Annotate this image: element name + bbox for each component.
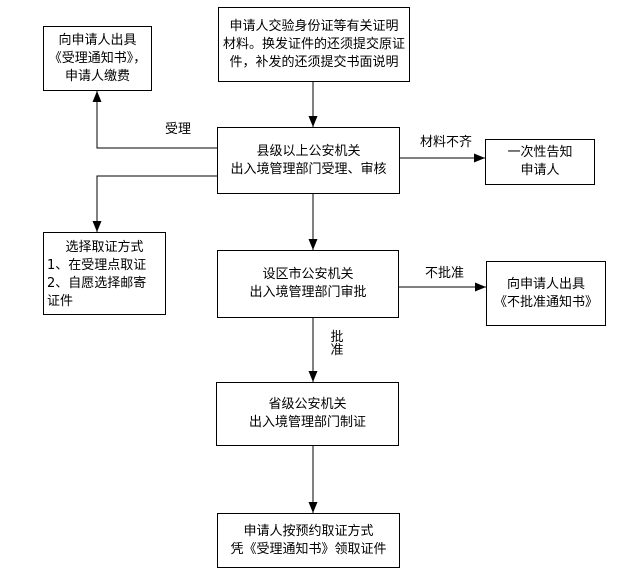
node-text-line: 证件: [47, 294, 74, 309]
edge-label-accepted: 受理: [165, 122, 192, 137]
node-text-line: 出入境管理部门审批: [249, 285, 367, 300]
edge-label-not-approved: 不批准: [425, 266, 465, 281]
node-submit-materials: 申请人交验身份证等有关证明 材料。换发证件的还须提交原证 件，补发的还须提交书面…: [218, 7, 410, 82]
node-text-line: 凭《受理通知书》领取证件: [230, 541, 387, 557]
node-notice-fee: 向申请人出具 《受理通知书》， 申请人缴费: [43, 26, 152, 91]
node-text-line: 件，补发的还须提交书面说明: [229, 54, 399, 70]
node-city-approve: 设区市公安机关 出入境管理部门审批: [217, 250, 399, 318]
node-text-line: 《不批准通知书》: [493, 294, 598, 310]
node-text-line: 2、自愿选择邮寄: [47, 276, 147, 291]
node-disapprove-notice: 向申请人出具 《不批准通知书》: [486, 261, 606, 326]
node-text-line: 出入境管理部门制证: [248, 415, 366, 430]
node-text-line: 1、在受理点取证: [47, 258, 147, 273]
node-text-line: 向申请人出具: [58, 32, 137, 48]
node-text-line: 申请人缴费: [64, 68, 130, 84]
node-county-accept: 县级以上公安机关 出入境管理部门受理、审核: [217, 127, 400, 194]
node-text-line: 《受理通知书》，: [48, 50, 147, 66]
node-one-time-inform: 一次性告知 申请人: [485, 139, 595, 185]
node-text-line: 出入境管理部门受理、审核: [230, 161, 387, 177]
node-province-make: 省级公安机关 出入境管理部门制证: [216, 382, 399, 446]
node-text-line: 申请人交验身份证等有关证明: [229, 18, 399, 34]
edge-label-approved: 批准: [330, 330, 344, 358]
node-text-line: 向申请人出具: [506, 276, 585, 292]
node-text-line: 县级以上公安机关: [256, 143, 361, 159]
node-text-line: 设区市公安机关: [262, 267, 354, 282]
node-text-line: 一次性告知: [507, 145, 573, 160]
node-text-line: 申请人: [520, 163, 560, 178]
arrow-county-to-notice-fee: [92, 91, 217, 149]
node-collect-cert: 申请人按预约取证方式 凭《受理通知书》领取证件: [217, 513, 400, 568]
arrow-county-to-choose-method: [92, 175, 217, 232]
node-text-line: 省级公安机关: [268, 397, 347, 412]
node-text-line: 选择取证方式: [65, 240, 144, 255]
node-text-line: 申请人按预约取证方式: [243, 523, 374, 539]
edge-label-materials-incomplete: 材料不齐: [420, 135, 473, 150]
node-choose-method: 选择取证方式 1、在受理点取证 2、自愿选择邮寄 证件: [43, 232, 166, 315]
node-text-line: 材料。换发证件的还须提交原证: [222, 36, 405, 52]
